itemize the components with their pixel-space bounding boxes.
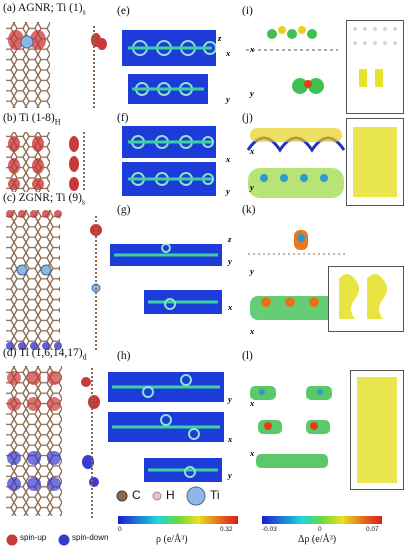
spin-down-label: spin-down [72,533,109,542]
colorbar-rho-min: 0 [118,526,122,533]
inset-i [346,20,404,114]
panel-label-d: (d) Ti (1,6,14,17)d [3,347,87,362]
colorbar-rho-label: ρ (e/Å³) [156,534,188,545]
inset-l [350,370,404,490]
panel-label-f: (f) [117,112,129,124]
panel-label-e: (e) [117,5,130,17]
density-map-g1 [110,243,222,266]
axis-y-e: y [226,94,230,104]
axis-x-l2: x [250,448,255,458]
density-map-h3 [144,458,222,482]
colorbar-drho-label: Δρ (e/Å³) [298,534,337,545]
axis-x-j: x [250,146,255,156]
diff-density-l [250,386,332,468]
legend-c: C [132,488,141,502]
colorbar-rho: 0 0.32 ρ (e/Å³) [118,516,238,548]
density-map-f1 [122,126,216,158]
colorbar-drho-mid: 0 [318,526,322,533]
axis-x-g: x [228,302,233,312]
diff-density-i [246,26,338,94]
panel-label-l: (l) [242,350,253,362]
ti-multi-structure [6,366,100,518]
ti-h-structure [6,132,85,192]
diff-density-k [248,230,348,320]
density-map-g2 [144,290,222,314]
axis-y-g: y [228,256,232,266]
axis-x-h: x [228,434,233,444]
legend-ti: Ti [210,488,220,502]
carbon-atom-icon [116,490,128,502]
axis-z-g: z [228,234,232,244]
panel-label-k: (k) [242,204,256,216]
diff-density-j [246,128,346,198]
hydrogen-atom-icon [152,491,162,501]
atom-legend: C H Ti [116,486,256,508]
colorbar-drho: -0.03 0 0.07 Δρ (e/Å³) [262,516,382,548]
density-map-f2 [122,162,216,196]
spin-down-icon [58,534,70,546]
inset-k [328,266,404,332]
zgnr-structure [6,210,102,350]
panel-label-c: (c) ZGNR; Ti (9)s [3,192,86,207]
panel-label-b: (b) Ti (1-8)H [3,112,61,127]
titanium-atom-icon [186,486,206,506]
panel-label-i: (i) [242,5,253,17]
axis-y-f: y [226,186,230,196]
axis-x-f: x [226,154,231,164]
density-map-h2 [108,412,224,442]
density-map-e1 [122,30,217,66]
spin-up-icon [6,534,18,546]
density-map-e2 [128,74,208,104]
axis-x-k: x [250,326,255,336]
axis-y-j: y [250,182,254,192]
axis-x-e: x [226,48,231,58]
axis-y-h1: y [228,394,232,404]
axis-y-k: y [250,266,254,276]
axis-x-i: x [250,44,255,54]
spin-legend: spin-up spin-down [6,532,116,548]
agnr-structure [6,22,107,110]
colorbar-rho-max: 0.32 [220,526,233,533]
axis-z-e: z [218,33,222,43]
panel-label-g: (g) [117,204,131,216]
axis-y-h2: y [228,470,232,480]
colorbar-drho-max: 0.07 [366,526,379,533]
axis-x-l1: x [250,398,255,408]
axis-y-i: y [250,88,254,98]
colorbar-drho-gradient [262,516,382,524]
legend-h: H [166,488,175,502]
colorbar-drho-min: -0.03 [262,526,277,533]
inset-j [346,118,404,206]
spin-up-label: spin-up [20,533,47,542]
density-map-h1 [108,372,224,402]
panel-label-j: (j) [242,112,253,124]
panel-label-h: (h) [117,350,131,362]
colorbar-rho-gradient [118,516,238,524]
panel-label-a: (a) AGNR; Ti (1)s [3,2,86,17]
